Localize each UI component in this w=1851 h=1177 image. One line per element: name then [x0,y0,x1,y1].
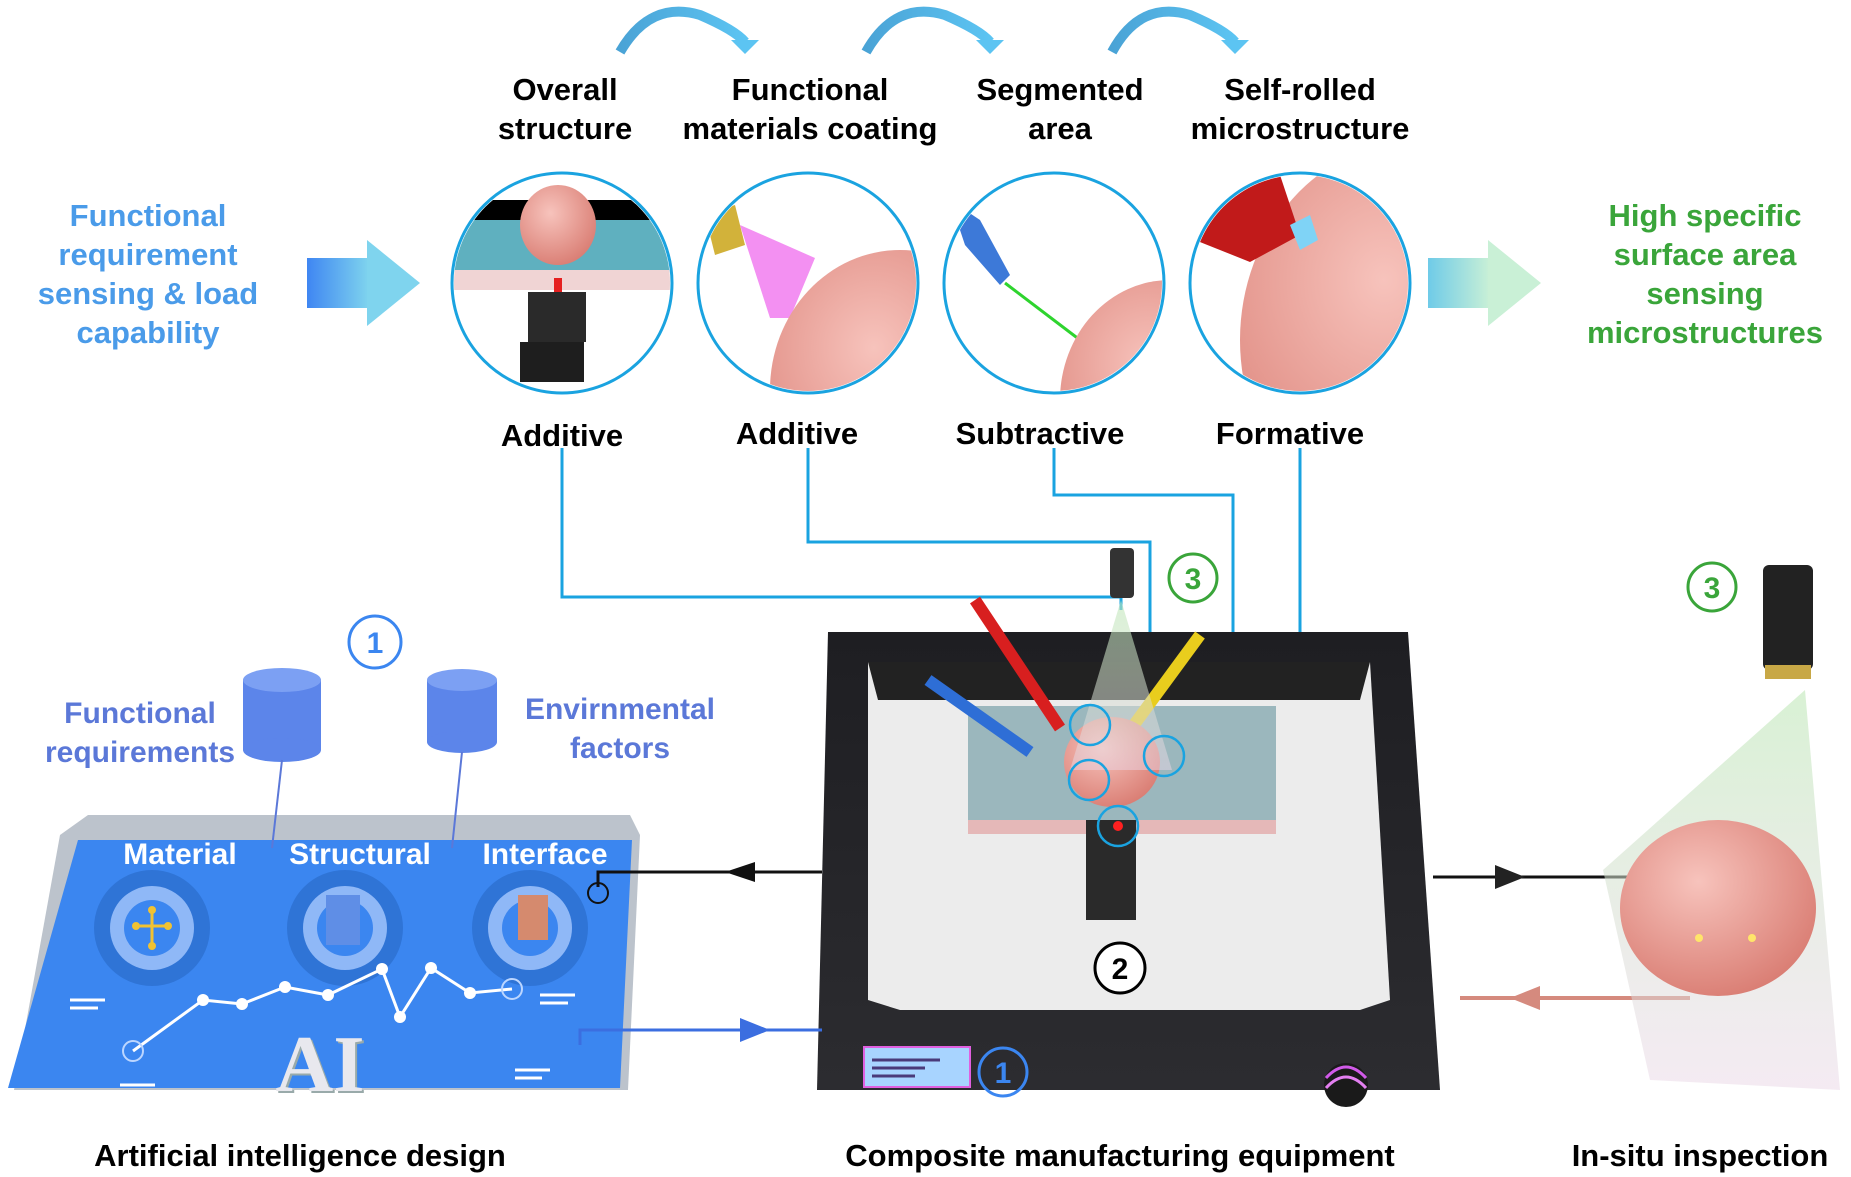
step-2-process: Additive [735,416,859,451]
badge-ai: 1 [347,614,403,670]
badge-equipment: 2 [1093,941,1147,995]
inspection-caption: In-situ inspection [1571,1138,1829,1173]
flow-arrow-2 [861,6,1004,55]
step-1-title: Overall structure [497,72,633,146]
step-circle-4 [1188,171,1412,395]
ai-logo: AI [275,1021,365,1109]
environmental-factors-cylinder [427,669,497,849]
output-result-label: High specific surface area sensing micro… [1586,198,1824,350]
module-ring-interface [472,870,588,986]
inspection-camera [1603,565,1840,1090]
equipment-caption: Composite manufacturing equipment [845,1138,1395,1173]
flow-arrow-3 [1107,6,1249,55]
ai-panel [8,815,640,1090]
ai-trend-line [132,965,513,1053]
input-arrow [307,240,420,326]
step-4-process: Formative [1215,416,1365,451]
step-circle-1 [450,171,674,395]
input-requirement-label: Functional requirement sensing & load ca… [37,198,259,350]
functional-requirements-label: Functional requirements [44,697,236,769]
step-1-process: Additive [500,418,624,453]
step-3-title: Segmented area [976,72,1144,146]
module-material-label: Material [123,838,237,871]
arrow-equipment-to-ai [587,862,822,904]
arrow-ai-to-equipment [578,1018,822,1045]
functional-requirements-cylinder [243,668,321,849]
badge-screen: 1 [977,1046,1029,1098]
badge-screen-text: 1 [995,1057,1012,1090]
flow-arrow-1 [615,6,759,55]
badge-camera-equipment-text: 3 [1185,563,1202,596]
badge-inspection-text: 3 [1704,572,1721,605]
manufacturing-equipment [817,548,1440,1107]
output-arrow [1428,240,1541,326]
step-circle-3 [942,171,1166,395]
step-4-title: Self-rolled microstructure [1190,72,1410,146]
step-2-title: Functional materials coating [682,72,938,146]
badge-camera-equipment: 3 [1167,552,1219,604]
module-ring-material [94,870,210,986]
environmental-factors-label: Envirnmental factors [524,693,716,765]
badge-inspection: 3 [1686,561,1738,613]
badge-equipment-text: 2 [1112,953,1129,986]
ai-design-caption: Artificial intelligence design [94,1138,506,1173]
module-structural-label: Structural [289,838,431,871]
step-3-process: Subtractive [955,416,1125,451]
module-interface-label: Interface [482,838,608,871]
module-ring-structural [287,870,403,986]
badge-ai-text: 1 [367,627,384,660]
